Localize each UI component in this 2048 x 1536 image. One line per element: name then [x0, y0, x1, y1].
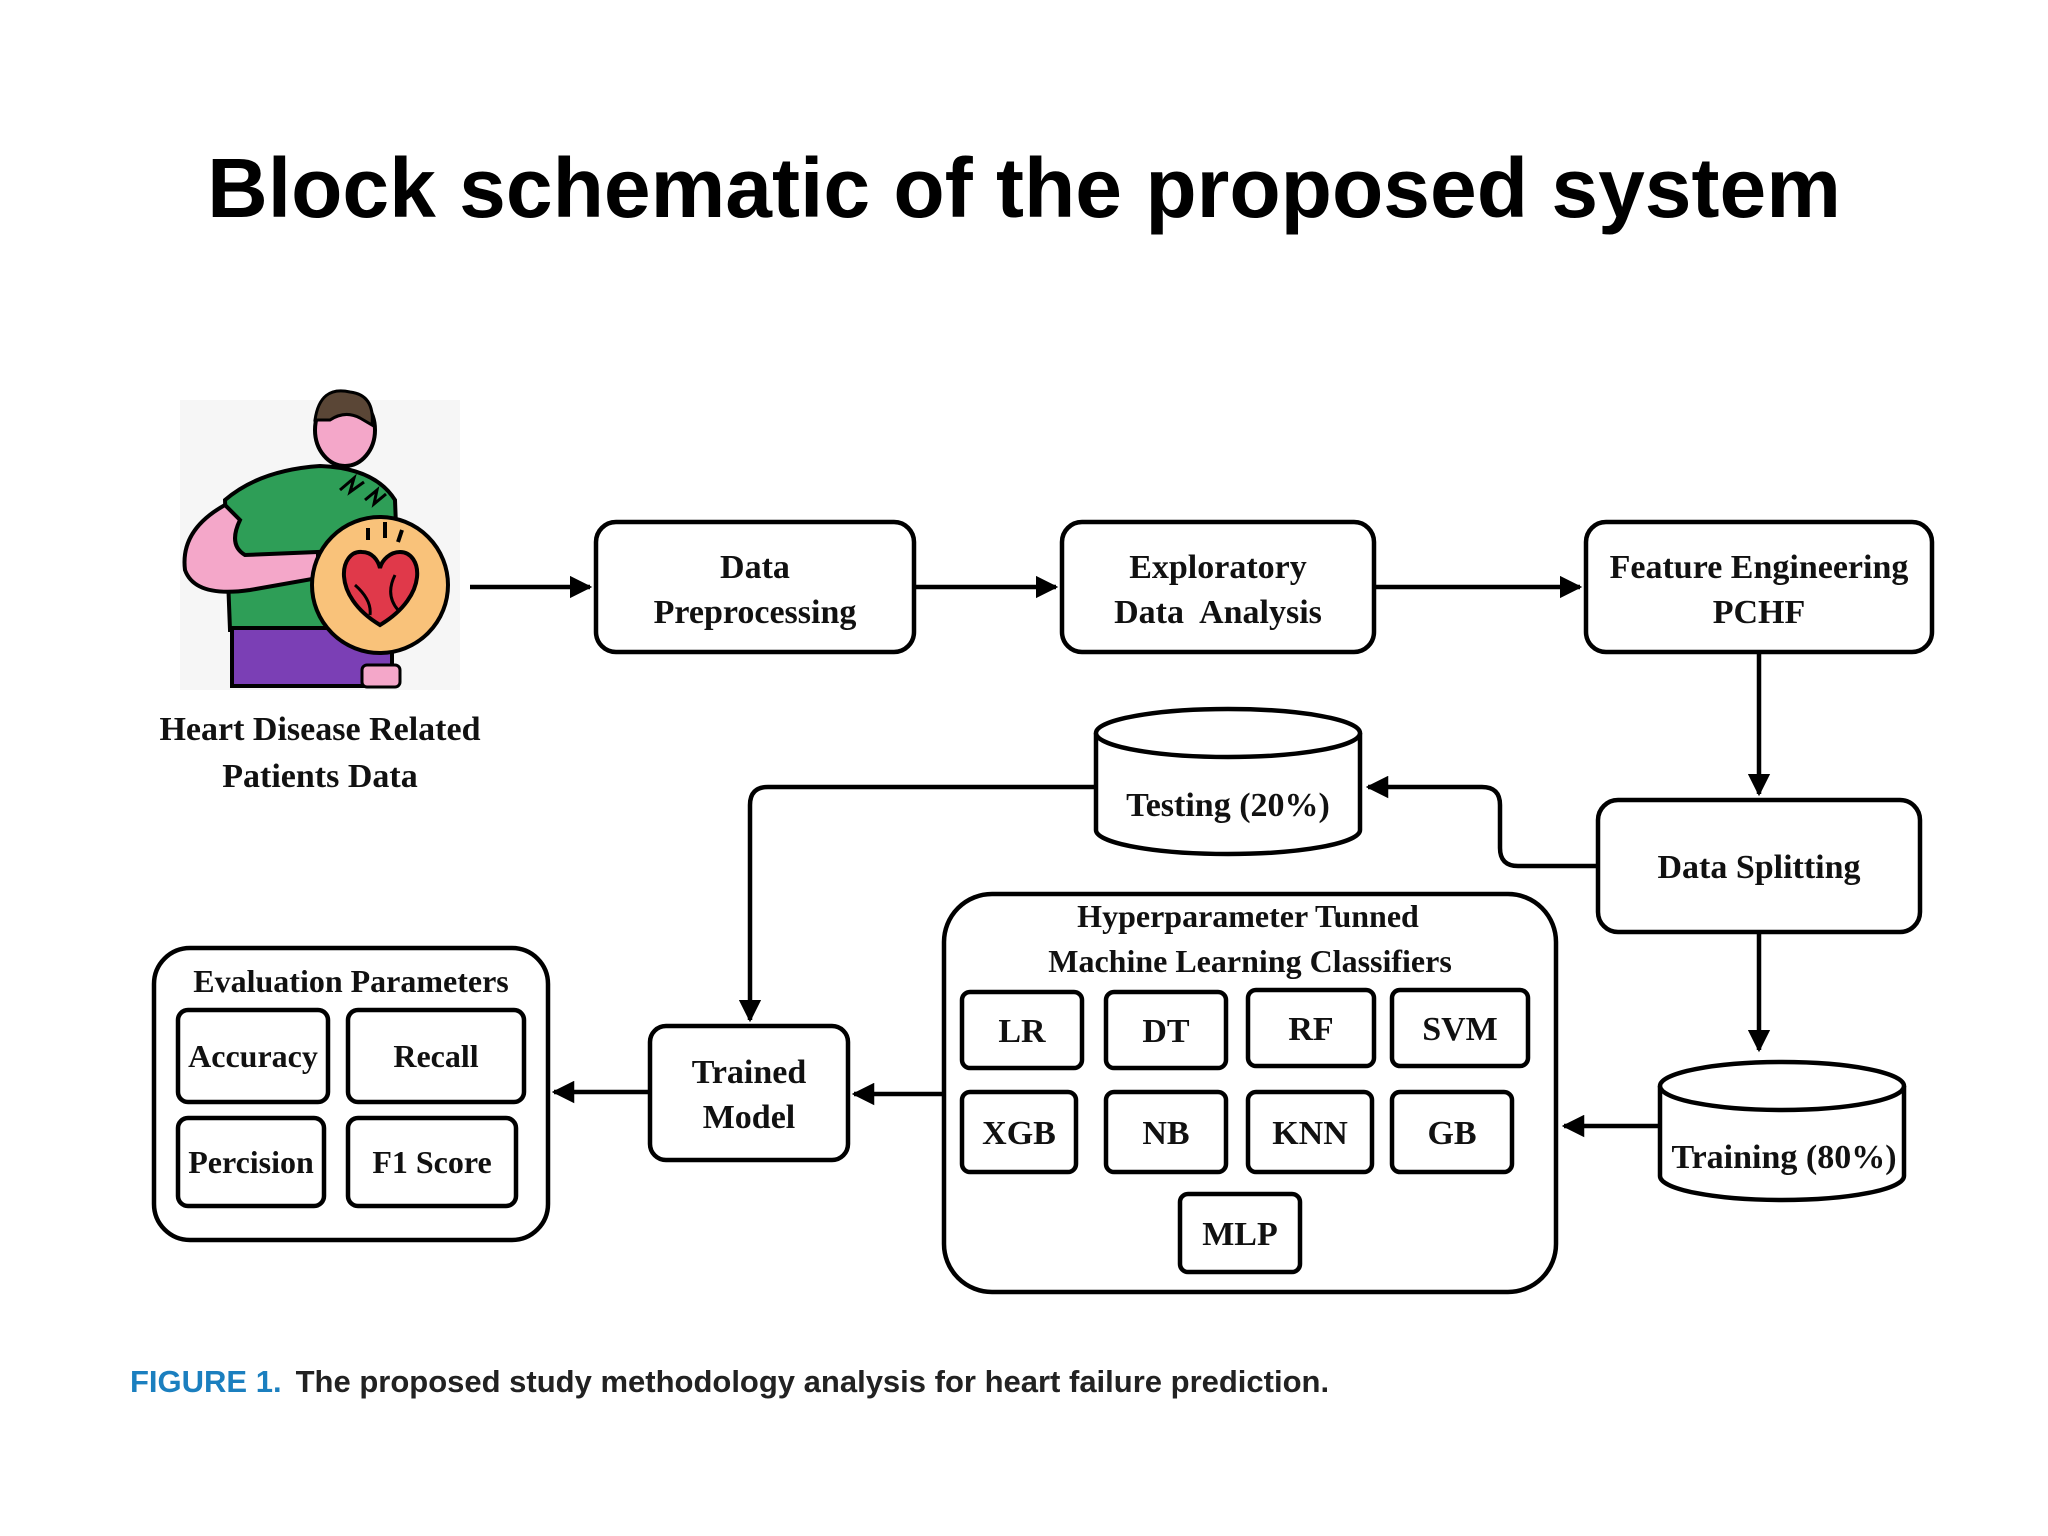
patient-illustration-icon	[180, 389, 460, 690]
classifier-box-rf	[1245, 987, 1377, 1069]
arrow-splitting-to-testing	[1365, 775, 1598, 869]
classifier-box-dt	[1103, 989, 1229, 1071]
classifier-box-knn	[1245, 1089, 1375, 1175]
figure-caption-label: FIGURE 1.	[130, 1364, 282, 1399]
flow-arrows	[470, 575, 1771, 1138]
arrow-testing-to-model	[738, 784, 1096, 1023]
data-splitting-label: Data Splitting	[1657, 849, 1860, 886]
eda-line1: Exploratory	[1129, 549, 1307, 586]
evaluation-box-accuracy	[175, 1007, 331, 1105]
evaluation-box-recall	[345, 1007, 527, 1105]
classifier-label-mlp: MLP	[1202, 1216, 1278, 1253]
classifier-box-nb	[1103, 1089, 1229, 1175]
classifier-grid: LR DT RF SVM XGB NB KNN GB MLP	[959, 987, 1531, 1275]
classifier-label-xgb: XGB	[982, 1115, 1056, 1152]
classifier-label-dt: DT	[1142, 1013, 1190, 1050]
eda-line2: Data Analysis	[1114, 594, 1322, 631]
classifiers-title-line1: Hyperparameter Tunned	[1077, 898, 1419, 934]
feature-engineering-line2: PCHF	[1713, 594, 1806, 631]
evaluation-box-percision	[175, 1115, 327, 1209]
source-label-line2: Patients Data	[222, 758, 417, 795]
data-preprocessing-line1: Data	[720, 549, 790, 586]
testing-label: Testing (20%)	[1126, 787, 1330, 824]
classifier-label-nb: NB	[1142, 1115, 1189, 1152]
classifier-label-rf: RF	[1288, 1011, 1333, 1048]
evaluation-label-percision: Percision	[188, 1144, 314, 1180]
data-preprocessing-box	[593, 519, 917, 655]
trained-model-line1: Trained	[692, 1054, 807, 1091]
classifier-box-lr	[959, 989, 1085, 1071]
training-cylinder	[1657, 1059, 1907, 1203]
classifier-label-knn: KNN	[1272, 1115, 1348, 1152]
figure-caption: FIGURE 1. The proposed study methodology …	[130, 1364, 1329, 1400]
source-label-line1: Heart Disease Related	[159, 711, 480, 748]
evaluation-label-recall: Recall	[393, 1038, 478, 1074]
feature-engineering-box	[1583, 519, 1935, 655]
evaluation-label-accuracy: Accuracy	[188, 1038, 318, 1074]
eda-box	[1059, 519, 1377, 655]
classifier-box-gb	[1389, 1089, 1515, 1175]
evaluation-title: Evaluation Parameters	[193, 963, 509, 999]
testing-cylinder	[1093, 706, 1363, 857]
trained-model-line2: Model	[703, 1099, 796, 1136]
feature-engineering-line1: Feature Engineering	[1610, 549, 1909, 586]
trained-model-box	[647, 1023, 851, 1163]
classifier-box-mlp	[1177, 1191, 1303, 1275]
figure-caption-text: The proposed study methodology analysis …	[295, 1364, 1330, 1399]
evaluation-box-f1-score	[345, 1115, 519, 1209]
training-label: Training (80%)	[1671, 1139, 1896, 1176]
slide-title: Block schematic of the proposed system	[207, 141, 1841, 235]
classifier-label-svm: SVM	[1422, 1011, 1498, 1048]
data-preprocessing-line2: Preprocessing	[654, 594, 857, 631]
classifier-label-lr: LR	[998, 1013, 1046, 1050]
evaluation-label-f1-score: F1 Score	[372, 1144, 491, 1180]
classifier-box-svm	[1389, 987, 1531, 1069]
classifiers-title-line2: Machine Learning Classifiers	[1048, 943, 1452, 979]
classifier-label-gb: GB	[1427, 1115, 1476, 1152]
classifier-box-xgb	[959, 1089, 1079, 1175]
